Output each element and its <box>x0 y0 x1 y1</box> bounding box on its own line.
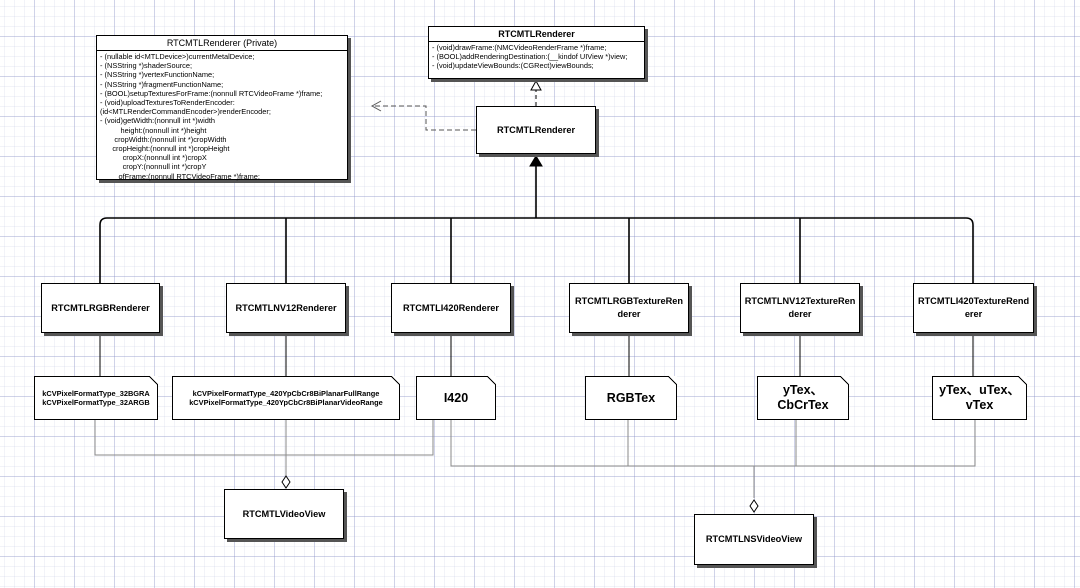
i420-renderer-node[interactable]: RTCMTLI420Renderer <box>391 283 511 333</box>
note-text: yTex、uTex、 vTex <box>939 383 1020 412</box>
private-class-methods: - (nullable id<MTLDevice>)currentMetalDe… <box>97 51 347 183</box>
private-category-class[interactable]: RTCMTLRenderer (Private) - (nullable id<… <box>96 35 348 183</box>
note-text: RGBTex <box>606 390 656 405</box>
generalization-arrowhead <box>529 155 543 167</box>
private-class-method-line: cropY:(nonnull int *)cropY <box>100 162 207 172</box>
note-text: I420 <box>443 390 469 405</box>
protocol-class-methods: - (void)drawFrame:(NMCVideoRenderFrame *… <box>429 42 644 73</box>
private-class-method-line: cropHeight:(nonnull int *)cropHeight <box>100 144 230 154</box>
private-class-method-line: - (void)getWidth:(nonnull int *)width <box>100 116 216 126</box>
dependency-arrowhead <box>370 100 382 112</box>
inheritance-tree <box>99 162 974 283</box>
protocol-class-method-line: - (void)updateViewBounds:(CGRect)viewBou… <box>432 61 594 71</box>
protocol-class[interactable]: RTCMTLRenderer - (void)drawFrame:(NMCVid… <box>428 26 645 79</box>
private-class-method-line: - (NSString *)fragmentFunctionName; <box>100 79 224 89</box>
private-class-method-line: - (void)uploadTexturesToRenderEncoder: <box>100 98 235 108</box>
rgb-texture-renderer-node[interactable]: RTCMTLRGBTextureRen derer <box>569 283 689 333</box>
note-text: yTex、 CbCrTex <box>777 383 829 412</box>
private-class-method-line: - (nullable id<MTLDevice>)currentMetalDe… <box>100 52 255 61</box>
rgbtex-note[interactable]: RGBTex <box>585 376 677 420</box>
note-text: kCVPixelFormatType_420YpCbCr8BiPlanarFul… <box>189 388 383 408</box>
appkit-video-view-node[interactable]: RTCMTLNSVideoView <box>694 514 814 565</box>
i420-texture-renderer-node[interactable]: RTCMTLI420TextureRend erer <box>913 283 1034 333</box>
aggregation-diamond-uikit <box>281 475 291 489</box>
note-links <box>99 333 974 376</box>
realization-arrowhead <box>530 79 542 91</box>
private-class-method-line: - (NSString *)vertexFunctionName; <box>100 70 215 80</box>
nv12-renderer-node[interactable]: RTCMTLNV12Renderer <box>226 283 346 333</box>
nv12-textures-note[interactable]: yTex、 CbCrTex <box>757 376 849 420</box>
private-class-method-line: (id<MTLRenderCommandEncoder>)renderEncod… <box>100 107 271 117</box>
protocol-class-method-line: - (void)drawFrame:(NMCVideoRenderFrame *… <box>432 43 607 52</box>
private-class-method-line: height:(nonnull int *)height <box>100 125 207 135</box>
rgb-pixel-format-note[interactable]: kCVPixelFormatType_32BGRA kCVPixelFormat… <box>34 376 158 420</box>
aggregation-wiring <box>94 420 976 498</box>
private-class-method-line: - (NSString *)shaderSource; <box>100 61 193 71</box>
uikit-video-view-node[interactable]: RTCMTLVideoView <box>224 489 344 539</box>
protocol-class-method-line: - (BOOL)addRenderingDestination:(__kindo… <box>432 52 628 62</box>
private-class-method-line: cropWidth:(nonnull int *)cropWidth <box>100 134 227 144</box>
protocol-class-title: RTCMTLRenderer <box>429 27 644 42</box>
private-class-method-line: ofFrame:(nonnull RTCVideoFrame *)frame; <box>100 171 260 181</box>
nv12-texture-renderer-node[interactable]: RTCMTLNV12TextureRen derer <box>740 283 860 333</box>
private-class-title: RTCMTLRenderer (Private) <box>97 36 347 51</box>
dependency-line <box>373 105 476 131</box>
aggregation-diamond-appkit <box>749 499 759 513</box>
i420-note[interactable]: I420 <box>416 376 496 420</box>
rgb-renderer-node[interactable]: RTCMTLRGBRenderer <box>41 283 160 333</box>
private-class-method-line: cropX:(nonnull int *)cropX <box>100 153 207 163</box>
i420-textures-note[interactable]: yTex、uTex、 vTex <box>932 376 1027 420</box>
nv12-pixel-format-note[interactable]: kCVPixelFormatType_420YpCbCr8BiPlanarFul… <box>172 376 400 420</box>
note-text: kCVPixelFormatType_32BGRA kCVPixelFormat… <box>42 388 150 408</box>
base-renderer-node[interactable]: RTCMTLRenderer <box>476 106 596 154</box>
private-class-method-line: - (BOOL)setupTexturesForFrame:(nonnull R… <box>100 88 323 98</box>
